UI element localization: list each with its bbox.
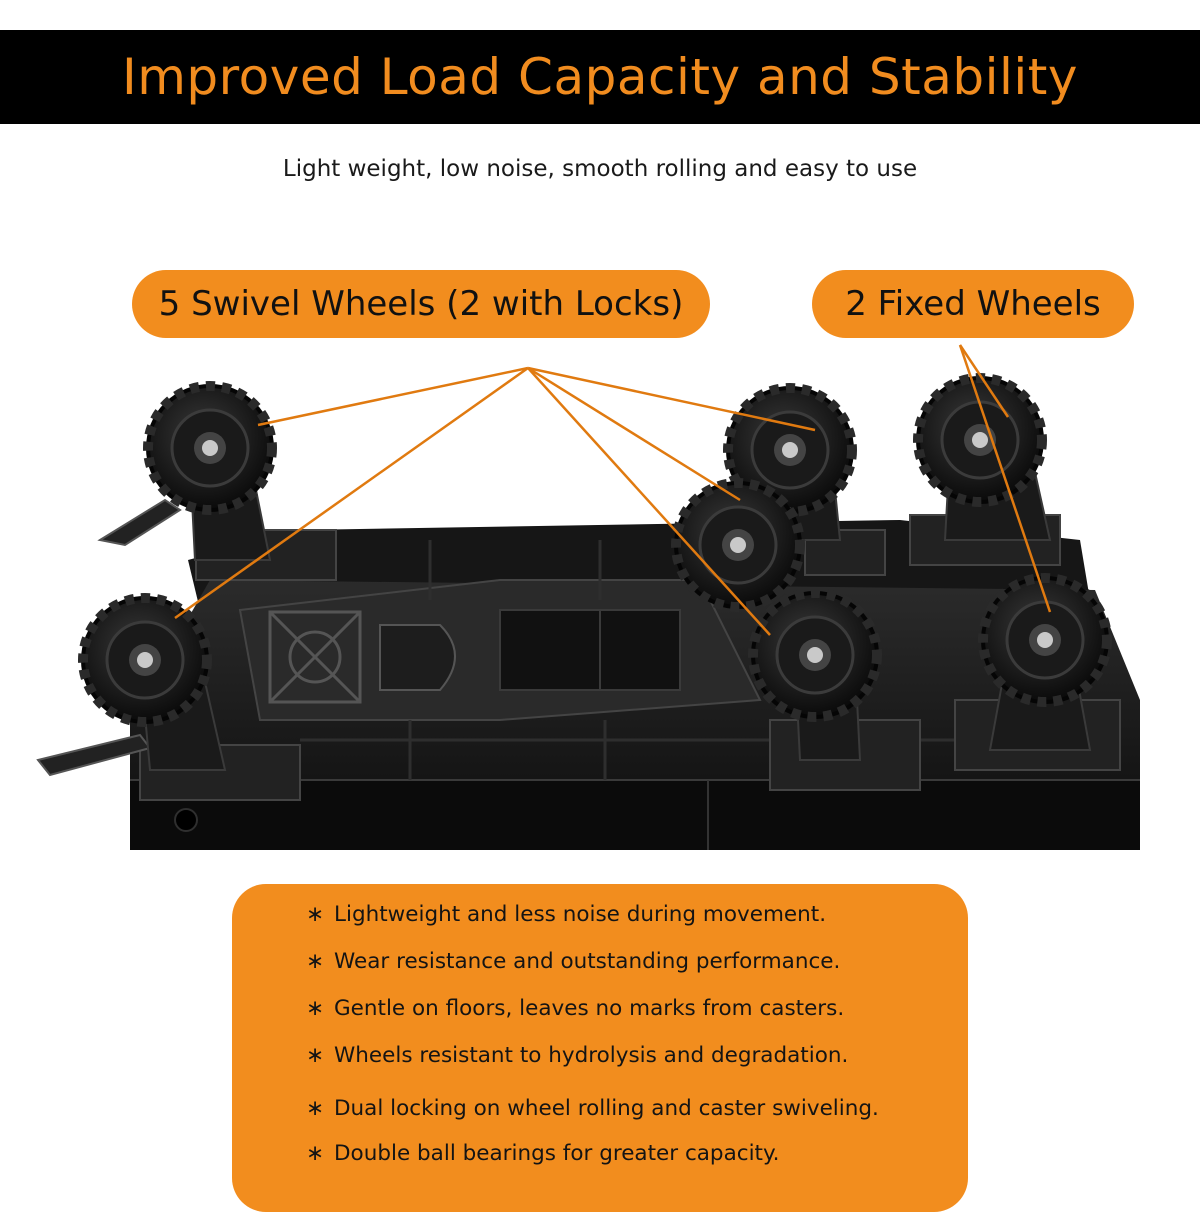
swivel-wheel-front-center [753,593,877,717]
bullet-icon: ∗ [306,1141,325,1166]
feature-item: ∗Double ball bearings for greater capaci… [306,1141,780,1166]
feature-item: ∗Dual locking on wheel rolling and caste… [306,1096,879,1121]
bullet-icon: ∗ [306,1096,325,1121]
features-panel: ∗Lightweight and less noise during movem… [232,884,968,1212]
dolly-body [130,514,1140,850]
feature-item: ∗Gentle on floors, leaves no marks from … [306,996,845,1021]
bullet-icon: ∗ [306,996,325,1021]
fixed-wheel-rear [918,378,1042,502]
swivel-wheel-middle [676,483,800,607]
page-subtitle: Light weight, low noise, smooth rolling … [282,156,918,182]
swivel-wheels-callout: 5 Swivel Wheels (2 with Locks) [132,270,710,338]
feature-item: ∗Wheels resistant to hydrolysis and degr… [306,1043,849,1068]
callout-leader-lines [174,344,1052,636]
fixed-wheels-callout: 2 Fixed Wheels [812,270,1134,338]
page-title: Improved Load Capacity and Stability [121,48,1078,106]
feature-item: ∗Wear resistance and outstanding perform… [306,949,841,974]
feature-item: ∗Lightweight and less noise during movem… [306,902,827,927]
bullet-icon: ∗ [306,1043,325,1068]
bullet-icon: ∗ [306,949,325,974]
swivel-wheel-locking-front [83,598,207,722]
title-banner: Improved Load Capacity and Stability [0,30,1200,124]
bullet-icon: ∗ [306,902,325,927]
swivel-wheel-locking-rear [148,386,272,510]
